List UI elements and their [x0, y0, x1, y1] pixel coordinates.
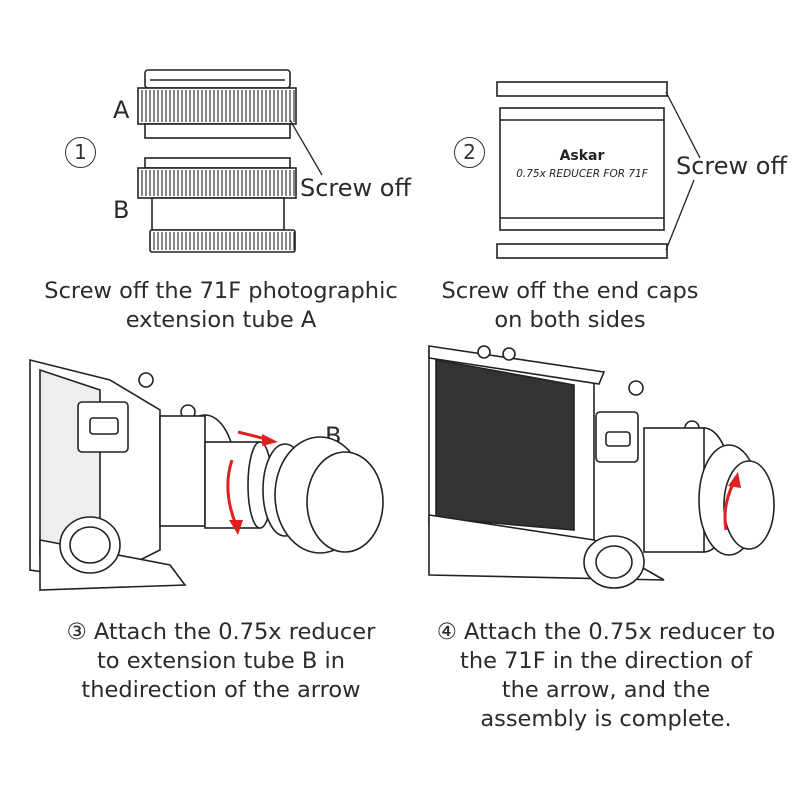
step-1-panel: 1 A B Screw off Screw off the 71F photog… — [0, 0, 411, 340]
step-2-panel: 2 Screw off Askar 0.75x REDUCER FOR 71F … — [404, 0, 808, 340]
step-4-panel: ④ Attach the 0.75x reducer to the 71F in… — [404, 340, 808, 809]
reducer-product-text: 0.75x REDUCER FOR 71F — [516, 168, 648, 180]
reducer-brand: Askar — [559, 148, 605, 164]
step-4-caption-line-4: assembly is complete. — [480, 706, 732, 732]
step-3-caption-line-3: thedirection of the arrow — [81, 677, 361, 703]
tube-b-label: B — [113, 196, 130, 224]
reducer-attach-illustration — [29, 358, 384, 591]
tube-a-label: A — [113, 96, 130, 124]
step-4-caption-line-1: ④ Attach the 0.75x reducer to — [436, 619, 776, 645]
step-1-caption: Screw off the 71F photographic extension… — [0, 277, 442, 335]
step-3-caption: ③ Attach the 0.75x reducer to extension … — [0, 618, 442, 705]
assembly-complete-illustration — [428, 345, 775, 589]
step-2-number: 2 — [454, 137, 485, 168]
step-1-caption-line-2: extension tube A — [125, 307, 317, 333]
step-3-panel: B — [0, 340, 404, 809]
step-3-caption-line-2: to extension tube B in — [96, 648, 346, 674]
step-1-callout: Screw off — [300, 174, 412, 202]
step-2-caption-line-2: on both sides — [494, 307, 646, 333]
step-4-caption: ④ Attach the 0.75x reducer to the 71F in… — [404, 618, 808, 734]
step-4-caption-line-3: the arrow, and the — [501, 677, 711, 703]
step-3-caption-line-1: ③ Attach the 0.75x reducer — [66, 619, 376, 645]
step-2-caption-line-1: Screw off the end caps — [441, 278, 699, 304]
step-1-number: 1 — [65, 137, 96, 168]
step-2-caption: Screw off the end caps on both sides — [404, 277, 736, 335]
reducer-illustration — [496, 81, 701, 259]
step-1-caption-line-1: Screw off the 71F photographic — [44, 278, 398, 304]
step-2-callout: Screw off — [676, 152, 788, 180]
extension-tubes-illustration — [137, 69, 323, 253]
step-4-caption-line-2: the 71F in the direction of — [460, 648, 752, 674]
